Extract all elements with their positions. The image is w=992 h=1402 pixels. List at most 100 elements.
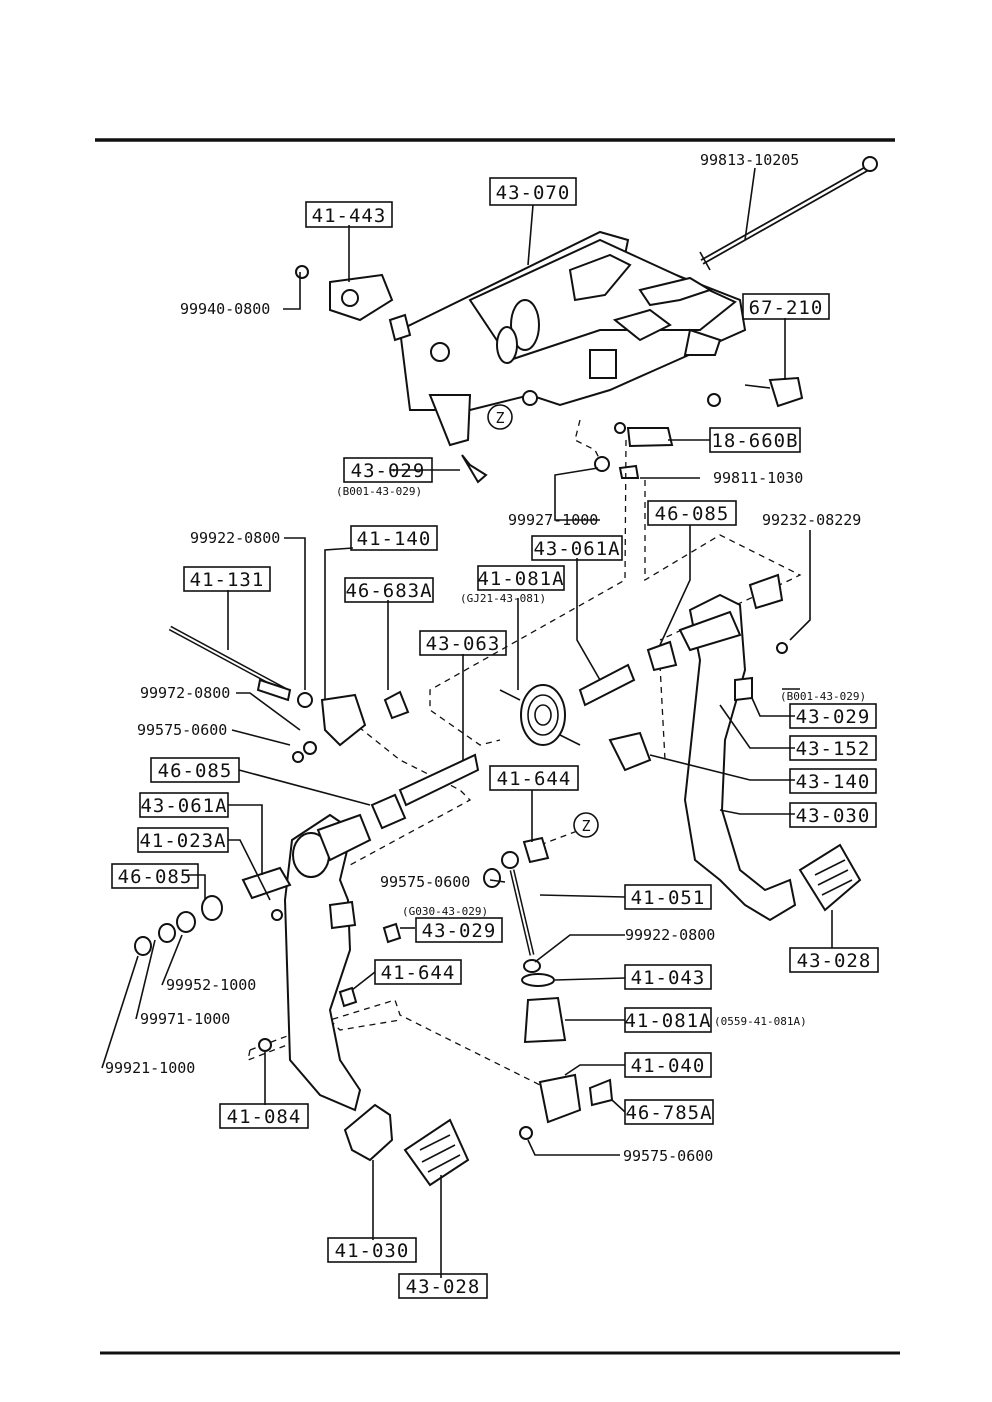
- label-43-152: 43-152: [789, 735, 877, 761]
- part-numbers: 99813-10205 99940-0800 99811-1030 99927-…: [105, 151, 861, 1165]
- label-41-081A-boot: 41-081A: [624, 1007, 712, 1033]
- pin-top-drawing: [461, 454, 488, 484]
- svg-text:41-644: 41-644: [381, 962, 456, 984]
- svg-text:41-644: 41-644: [497, 768, 572, 790]
- pn-99927-1000: 99927-1000: [508, 511, 598, 529]
- label-41-023A: 41-023A: [137, 827, 229, 853]
- pn-99922-0800-low: 99922-0800: [625, 926, 715, 944]
- label-43-140: 43-140: [789, 768, 877, 794]
- svg-text:43-029: 43-029: [796, 706, 871, 728]
- reference-notes: (B001-43-029) (GJ21-43-081) (B001-43-029…: [336, 485, 866, 1028]
- label-43-028-left: 43-028: [398, 1273, 488, 1299]
- note-b001-top: (B001-43-029): [336, 485, 422, 498]
- master-cylinder-rod-drawing: [258, 836, 614, 1140]
- svg-text:41-051: 41-051: [631, 887, 706, 909]
- pn-99575-0600-c: 99575-0600: [623, 1147, 713, 1165]
- pn-99971-1000: 99971-1000: [140, 1010, 230, 1028]
- svg-text:41-040: 41-040: [631, 1055, 706, 1077]
- clevis-drawing: [292, 690, 410, 763]
- long-bolt-drawing: [699, 156, 878, 271]
- label-46-085-left2: 46-085: [111, 863, 199, 889]
- svg-text:43-140: 43-140: [796, 771, 871, 793]
- plate-drawing: [295, 265, 394, 322]
- label-41-644-low: 41-644: [374, 959, 462, 985]
- brake-pad-drawing: [798, 843, 862, 912]
- svg-text:41-043: 41-043: [631, 967, 706, 989]
- label-41-644-top: 41-644: [489, 765, 579, 791]
- marker-z-top: Z: [487, 404, 513, 430]
- switch-18-660B-drawing: [594, 422, 674, 479]
- svg-text:41-081A: 41-081A: [624, 1010, 711, 1032]
- svg-text:41-131: 41-131: [190, 569, 265, 591]
- label-43-061A-left: 43-061A: [139, 792, 229, 818]
- svg-text:41-084: 41-084: [227, 1106, 302, 1128]
- svg-text:41-443: 41-443: [312, 205, 387, 227]
- label-41-051: 41-051: [624, 884, 712, 910]
- svg-text:43-028: 43-028: [406, 1276, 481, 1298]
- svg-text:18-660B: 18-660B: [711, 430, 798, 452]
- svg-text:41-030: 41-030: [335, 1240, 410, 1262]
- svg-text:41-140: 41-140: [357, 528, 432, 550]
- label-43-063: 43-063: [419, 630, 507, 656]
- note-g030: (G030-43-029): [402, 905, 488, 918]
- svg-text:46-085: 46-085: [118, 866, 193, 888]
- svg-text:43-029: 43-029: [422, 920, 497, 942]
- pn-99940-0800: 99940-0800: [180, 300, 270, 318]
- pn-99575-0600-b: 99575-0600: [380, 873, 470, 891]
- note-0559: (0559-41-081A): [714, 1015, 807, 1028]
- label-18-660B: 18-660B: [709, 427, 801, 453]
- pn-99922-0800-top: 99922-0800: [190, 529, 280, 547]
- label-43-029-right: 43-029: [789, 703, 877, 729]
- label-41-131: 41-131: [183, 566, 271, 592]
- label-43-029-top: 43-029: [343, 457, 433, 483]
- label-41-443: 41-443: [305, 201, 393, 228]
- label-41-140: 41-140: [350, 525, 438, 551]
- svg-text:43-029: 43-029: [351, 460, 426, 482]
- label-41-040: 41-040: [624, 1052, 712, 1078]
- note-gj21: (GJ21-43-081): [460, 592, 546, 605]
- svg-text:67-210: 67-210: [749, 297, 824, 319]
- svg-text:43-070: 43-070: [496, 182, 571, 204]
- pipe-drawing: [578, 663, 636, 707]
- svg-text:43-061A: 43-061A: [140, 795, 227, 817]
- clutch-pad-drawing: [403, 1118, 470, 1187]
- spring-drawing: [499, 684, 581, 746]
- svg-text:46-085: 46-085: [158, 760, 233, 782]
- switch-67-210-drawing: [707, 376, 804, 408]
- note-b001-right: (B001-43-029): [780, 690, 866, 703]
- pn-99811-1030: 99811-1030: [713, 469, 803, 487]
- label-46-085-left1: 46-085: [150, 757, 240, 783]
- pn-99972-0800: 99972-0800: [140, 684, 230, 702]
- svg-text:Z: Z: [581, 817, 590, 835]
- pn-99575-0600-a: 99575-0600: [137, 721, 227, 739]
- marker-z-mid: Z: [573, 812, 599, 838]
- label-41-030: 41-030: [327, 1237, 417, 1263]
- label-46-683A: 46-683A: [344, 577, 434, 603]
- label-43-030: 43-030: [789, 802, 877, 828]
- svg-text:41-023A: 41-023A: [139, 830, 226, 852]
- svg-text:46-683A: 46-683A: [345, 580, 432, 602]
- svg-text:43-061A: 43-061A: [533, 538, 620, 560]
- pn-99813-10205: 99813-10205: [700, 151, 799, 169]
- boxed-labels: 43-070 41-443 67-210 18-660B 43-029 46-0…: [111, 177, 879, 1299]
- svg-text:46-085: 46-085: [655, 503, 730, 525]
- label-67-210: 67-210: [742, 293, 830, 320]
- label-43-028-right: 43-028: [789, 947, 879, 973]
- leader-lines: [101, 167, 833, 1278]
- label-43-061A-mid: 43-061A: [531, 535, 623, 561]
- svg-text:43-152: 43-152: [796, 738, 871, 760]
- label-41-081A-spring: 41-081A: [477, 565, 565, 591]
- label-41-084: 41-084: [219, 1103, 309, 1129]
- label-41-043: 41-043: [624, 964, 712, 990]
- clutch-pedal-drawing: [283, 813, 394, 1162]
- svg-text:46-785A: 46-785A: [625, 1102, 712, 1124]
- left-bushings-drawing: [134, 753, 480, 956]
- svg-text:41-081A: 41-081A: [477, 568, 564, 590]
- svg-text:Z: Z: [495, 409, 504, 427]
- label-46-085-right: 46-085: [647, 500, 737, 526]
- pedal-bracket-drawing: [388, 230, 747, 447]
- pn-99921-1000: 99921-1000: [105, 1059, 195, 1077]
- svg-text:43-028: 43-028: [797, 950, 872, 972]
